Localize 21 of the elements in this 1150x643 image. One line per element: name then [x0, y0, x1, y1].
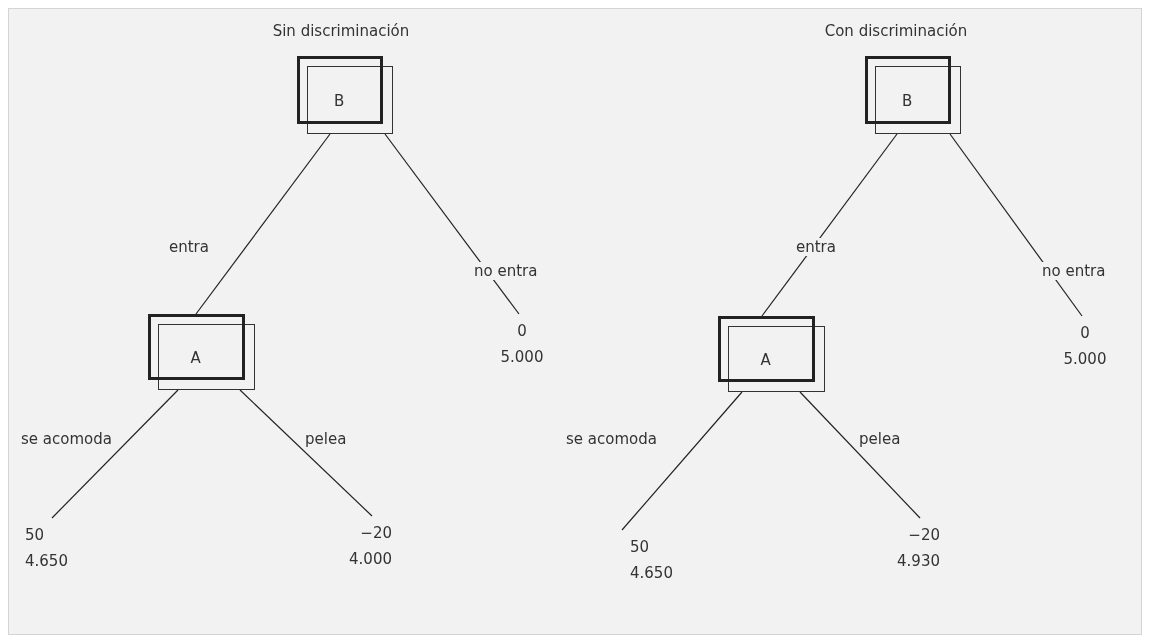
tree-title: Sin discriminación — [272, 22, 410, 40]
payoff-text: −20 4.000 — [332, 516, 392, 568]
edge-label: entra — [795, 238, 837, 256]
branch-line — [384, 133, 520, 315]
payoff-text: 0 5.000 — [495, 314, 549, 366]
branch-line — [761, 133, 898, 317]
branch-line — [239, 389, 373, 517]
payoff-text: 0 5.000 — [1058, 316, 1112, 368]
payoff-text: −20 4.930 — [880, 518, 940, 570]
branch-line — [621, 391, 743, 531]
edge-label: pelea — [304, 430, 348, 448]
payoff-text: 50 4.650 — [630, 530, 690, 582]
branch-line — [51, 389, 179, 519]
branch-line — [949, 133, 1083, 317]
edge-label: no entra — [473, 262, 539, 280]
payoff-text: 50 4.650 — [25, 518, 85, 570]
branch-line — [195, 133, 331, 315]
edge-label: pelea — [858, 430, 902, 448]
tree-title: Con discriminación — [824, 22, 968, 40]
edge-label: no entra — [1041, 262, 1107, 280]
branch-line — [799, 391, 921, 519]
